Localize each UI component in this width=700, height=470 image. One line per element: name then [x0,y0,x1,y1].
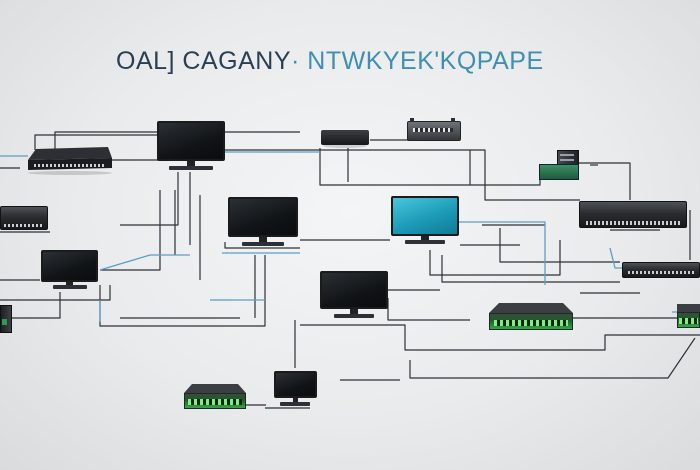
switch-left [0,206,48,230]
cable [100,190,161,271]
cable [387,298,470,321]
monitor-screen [320,271,388,309]
monitor-left [41,250,98,290]
green-switch-center [489,303,573,331]
monitor-stand [242,242,284,246]
cable-blue [609,247,625,269]
monitor-top-center [157,121,225,171]
monitor-mid-right [391,196,459,245]
green-switch-bottom [184,384,246,410]
cable-blue [99,254,190,271]
monitor-screen [391,196,459,236]
cable [441,255,620,283]
patch-panel-top [407,118,461,141]
cable [10,292,61,319]
cable-blue [440,221,546,285]
port-row [188,399,242,405]
monitor-screen [228,197,298,237]
diagram-title: OAL] CAGANY· NTWKYEK'KQPAPE [116,47,556,76]
server-tower [539,150,579,180]
cable [300,324,700,351]
cable [409,337,696,379]
cable [429,240,561,276]
cable [578,162,631,200]
cable [224,242,300,249]
cable [319,148,541,186]
port-row [586,221,680,225]
monitor-center [320,271,388,319]
monitor-stand [280,402,310,406]
monitor-screen [274,371,317,398]
port-row [627,271,695,274]
cable [99,255,266,327]
cable [120,172,179,226]
cable [34,134,160,150]
monitor-mid-left [228,197,298,247]
monitor-stand [169,166,213,170]
port-row [3,224,45,227]
green-switch-right [677,304,700,330]
monitor-stand [405,240,445,244]
router-top [321,130,369,148]
cable [224,149,580,201]
title-part-1: OAL] CAGANY [116,47,291,75]
port-row [494,320,568,326]
title-part-2: · NTWKYEK'KQPAPE [291,47,544,75]
cable [0,285,111,301]
monitor-bottom [274,371,317,406]
port-row [679,318,698,324]
monitor-stand [334,314,374,318]
monitor-stand [53,285,87,289]
switch-top-left [28,146,112,175]
cable [499,228,620,263]
switch-far-right [622,262,700,278]
edge-device-left [0,305,12,333]
monitor-screen [157,121,225,161]
monitor-screen [41,250,98,282]
switch-right [579,201,687,228]
